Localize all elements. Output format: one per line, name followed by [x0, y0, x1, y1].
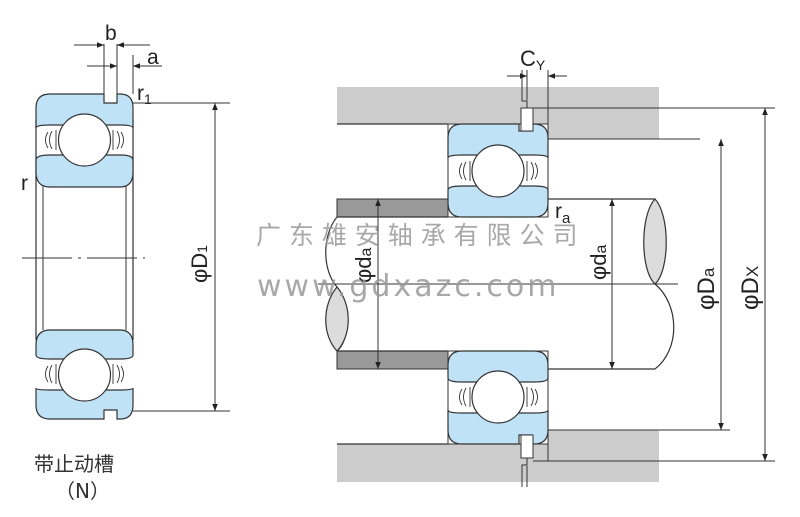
label-Dx: φDX	[737, 266, 764, 310]
label-cy: CY	[520, 46, 546, 73]
left-bearing-view: b a r1 r φD1 带止动槽 （N）	[21, 22, 230, 503]
housing-top-shoulder	[548, 124, 659, 139]
inner-ring	[35, 154, 134, 188]
ball	[471, 370, 525, 424]
caption-line2: （N）	[55, 479, 110, 503]
upper-bearing	[447, 70, 549, 218]
cage-left	[45, 130, 57, 150]
right-mounting-view: CY ra φda φda φDa φDX	[318, 46, 775, 487]
label-da-left: φda	[351, 247, 376, 283]
shaft-shoulder-top	[336, 198, 449, 218]
snap-ring	[520, 434, 534, 459]
inner-ring	[447, 185, 549, 218]
cage-left	[459, 161, 471, 181]
label-da-right: φda	[586, 244, 611, 280]
shaft-break-right	[654, 283, 675, 370]
cage-left	[45, 364, 57, 384]
snap-ring-profile	[521, 70, 528, 108]
label-b: b	[105, 22, 117, 45]
ball	[57, 113, 112, 167]
outer-ring	[35, 387, 134, 420]
watermark-url: www.gdxazc.com	[257, 269, 559, 304]
cage-right	[526, 161, 538, 181]
inner-ring	[447, 350, 549, 383]
label-ra: ra	[555, 200, 571, 227]
snap-ring-profile	[521, 458, 528, 487]
housing-groove	[533, 107, 549, 139]
caption-line1: 带止动槽	[34, 452, 114, 476]
cage-right	[112, 364, 124, 384]
label-r: r	[21, 172, 28, 195]
shaft-break-left-cut	[325, 286, 349, 352]
shaft-break-right-cut	[643, 198, 667, 285]
outer-ring	[35, 93, 134, 129]
lower-bearing	[447, 350, 549, 487]
ball	[57, 348, 112, 402]
ball	[471, 144, 525, 198]
watermark-company: 广 东 雄 安 轴 承 有 限 公 司	[256, 221, 578, 250]
housing-bottom	[337, 444, 659, 482]
label-d1: φD1	[187, 245, 212, 283]
cage-right	[112, 130, 124, 150]
housing-groove	[533, 430, 549, 462]
label-a: a	[147, 46, 159, 69]
cage-right	[526, 387, 538, 407]
top-section	[35, 93, 134, 188]
inner-ring	[35, 329, 134, 360]
cage-left	[459, 387, 471, 407]
housing-bottom-shoulder	[548, 430, 659, 444]
shaft-shoulder-bottom	[336, 350, 449, 370]
housing-top	[337, 87, 659, 124]
bottom-section	[35, 329, 134, 420]
label-Da: φDa	[693, 267, 720, 310]
label-r1: r1	[137, 82, 152, 107]
snap-ring	[520, 107, 534, 132]
